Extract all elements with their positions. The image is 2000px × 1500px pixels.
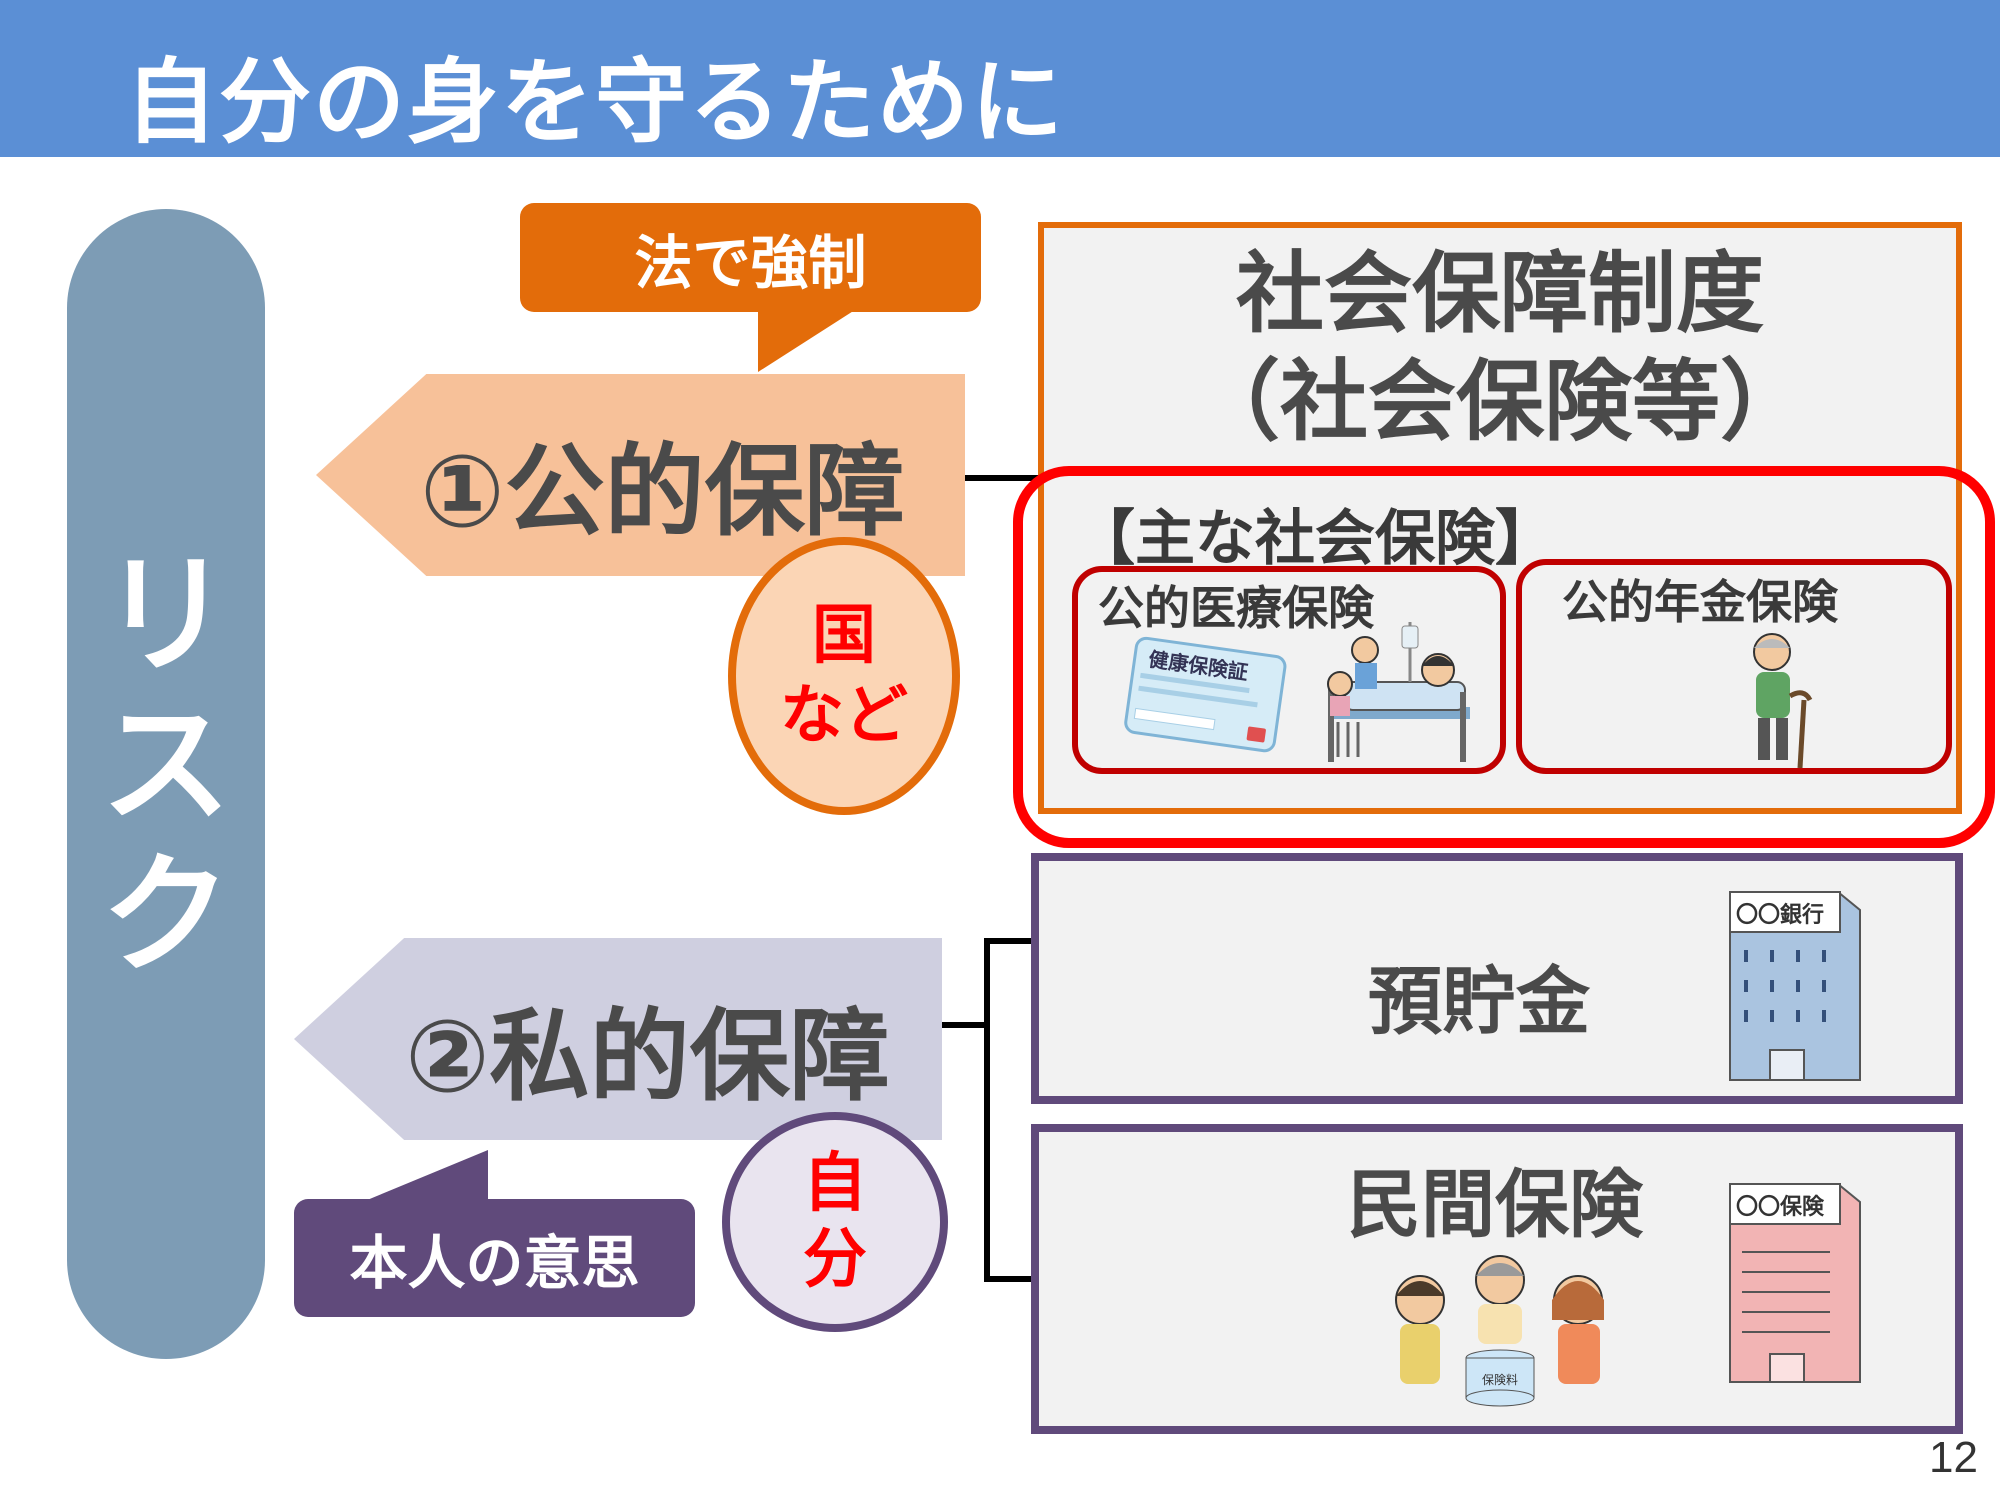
medical-insurance-box	[1072, 566, 1506, 774]
risk-pillar	[67, 209, 265, 1359]
public-coverage-label: ①公的保障	[420, 433, 905, 550]
private-coverage-label: ②私的保障	[405, 998, 890, 1115]
insurance-company-building-icon: 〇〇保険	[1729, 1183, 1861, 1383]
connector-line	[984, 1276, 1036, 1282]
elderly-person-icon	[1753, 633, 1813, 769]
social-security-title-line1: 社会保障制度	[1235, 242, 1764, 345]
page-number: 12	[1929, 1433, 1978, 1482]
law-enforced-bubble: 法で強制	[520, 203, 981, 312]
country-circle-line: 国	[812, 599, 876, 673]
connector-line	[984, 938, 990, 1282]
bank-building-icon: 〇〇銀行	[1729, 891, 1861, 1081]
connector-line	[942, 1022, 986, 1028]
law-bubble-tail	[758, 308, 858, 372]
private-insurance-label: 民間保険	[1347, 1162, 1643, 1248]
hospital-bed-icon	[1327, 622, 1470, 762]
personal-will-bubble: 本人の意思	[294, 1199, 695, 1317]
main-insurance-label: 【主な社会保険】	[1075, 504, 1555, 574]
main-insurance-highlight	[1013, 466, 1995, 848]
connector-line	[965, 475, 1040, 481]
social-security-title-line2: （社会保険等）	[1191, 350, 1808, 453]
self-circle-line: 自	[803, 1147, 867, 1221]
social-security-title: 社会保障制度 （社会保険等）	[1038, 240, 1962, 456]
risk-char: リ	[100, 539, 231, 691]
health-insurance-card-icon: 健康保険証	[1124, 636, 1287, 753]
savings-label: 預貯金	[1368, 959, 1590, 1045]
company-sign: 〇〇保険	[1736, 1195, 1825, 1220]
country-circle: 国 など	[728, 537, 960, 815]
people-contributing-icon: 保険料	[1395, 1255, 1604, 1407]
bank-sign: 〇〇銀行	[1736, 902, 1824, 928]
connector-line	[984, 938, 1036, 944]
pension-insurance-label: 公的年金保険	[1562, 575, 1838, 629]
risk-char: ク	[100, 839, 231, 991]
pension-insurance-box	[1516, 559, 1952, 774]
medical-insurance-label: 公的医療保険	[1098, 581, 1374, 635]
premium-pot-text: 保険料	[1482, 1373, 1518, 1387]
page-title: 自分の身を守るために	[125, 49, 1066, 156]
risk-label: リ ス ク	[67, 540, 265, 990]
country-circle-line: など	[780, 679, 908, 753]
self-circle-line: 分	[803, 1223, 867, 1297]
title-bar	[0, 0, 2000, 157]
private-coverage-arrow	[294, 938, 942, 1140]
self-circle: 自 分	[722, 1112, 948, 1332]
risk-char: ス	[100, 689, 231, 841]
will-bubble-tail	[360, 1150, 488, 1203]
